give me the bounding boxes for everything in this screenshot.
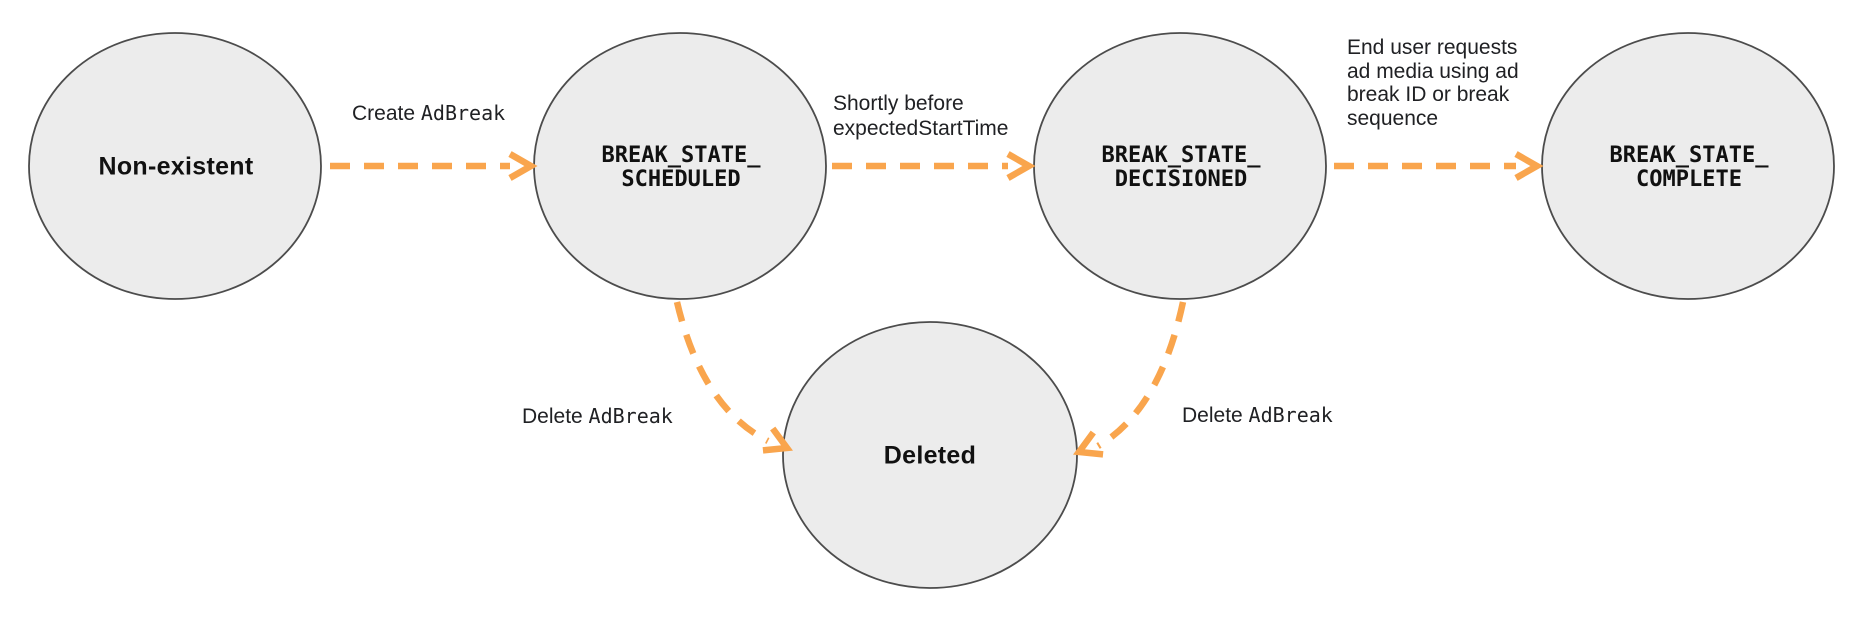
arrowhead-icon	[1006, 151, 1036, 181]
node-label-line: SCHEDULED	[621, 167, 741, 192]
edge-label-code: AdBreak	[420, 101, 506, 125]
edge-delete-adbreak-right-curve	[1096, 301, 1187, 449]
node-label-line: BREAK_STATE_	[1101, 143, 1261, 168]
node-label-break-state-complete: BREAK_STATE_ COMPLETE	[1610, 144, 1769, 192]
edge-label-text: Delete	[522, 405, 589, 428]
edge-label-text: Create	[352, 102, 421, 125]
arrowhead-icon	[508, 151, 538, 181]
edge-label-line: End user requests	[1347, 36, 1518, 59]
node-label-line: BREAK_STATE_	[1609, 143, 1769, 168]
edge-delete-adbreak-left-curve	[673, 301, 770, 444]
arrowhead-icon	[1073, 430, 1104, 458]
node-label-line: COMPLETE	[1636, 167, 1742, 192]
edge-label-code: expectedStartTime	[833, 117, 1009, 140]
node-non-existent-circle	[28, 32, 322, 300]
edge-label-line: break ID or break	[1347, 83, 1510, 106]
arrowhead-icon	[762, 426, 793, 454]
edge-label-delete-adbreak-right: Delete AdBreak	[1182, 403, 1333, 428]
edge-label-line: ad media using ad	[1347, 59, 1519, 83]
node-label-line: BREAK_STATE_	[601, 143, 761, 168]
edge-label-text: Shortly before	[833, 92, 964, 115]
edge-label-text: Delete	[1182, 404, 1249, 427]
node-label-deleted: Deleted	[883, 441, 977, 470]
node-label-break-state-scheduled: BREAK_STATE_ SCHEDULED	[602, 144, 761, 192]
node-label-break-state-decisioned: BREAK_STATE_ DECISIONED	[1102, 144, 1261, 192]
edge-label-code: AdBreak	[588, 404, 673, 428]
edge-label-end-user-requests: End user requests ad media using ad brea…	[1347, 36, 1519, 130]
node-label-non-existent: Non-existent	[98, 152, 254, 181]
edge-label-code: AdBreak	[1248, 403, 1333, 427]
arrowhead-icon	[1514, 151, 1544, 181]
edge-label-line: sequence	[1347, 106, 1439, 130]
node-label-line: DECISIONED	[1114, 167, 1248, 192]
edge-label-shortly-before: Shortly before expectedStartTime	[833, 91, 1008, 141]
edge-label-delete-adbreak-left: Delete AdBreak	[522, 404, 673, 429]
edge-label-create-adbreak: Create AdBreak	[352, 101, 505, 126]
